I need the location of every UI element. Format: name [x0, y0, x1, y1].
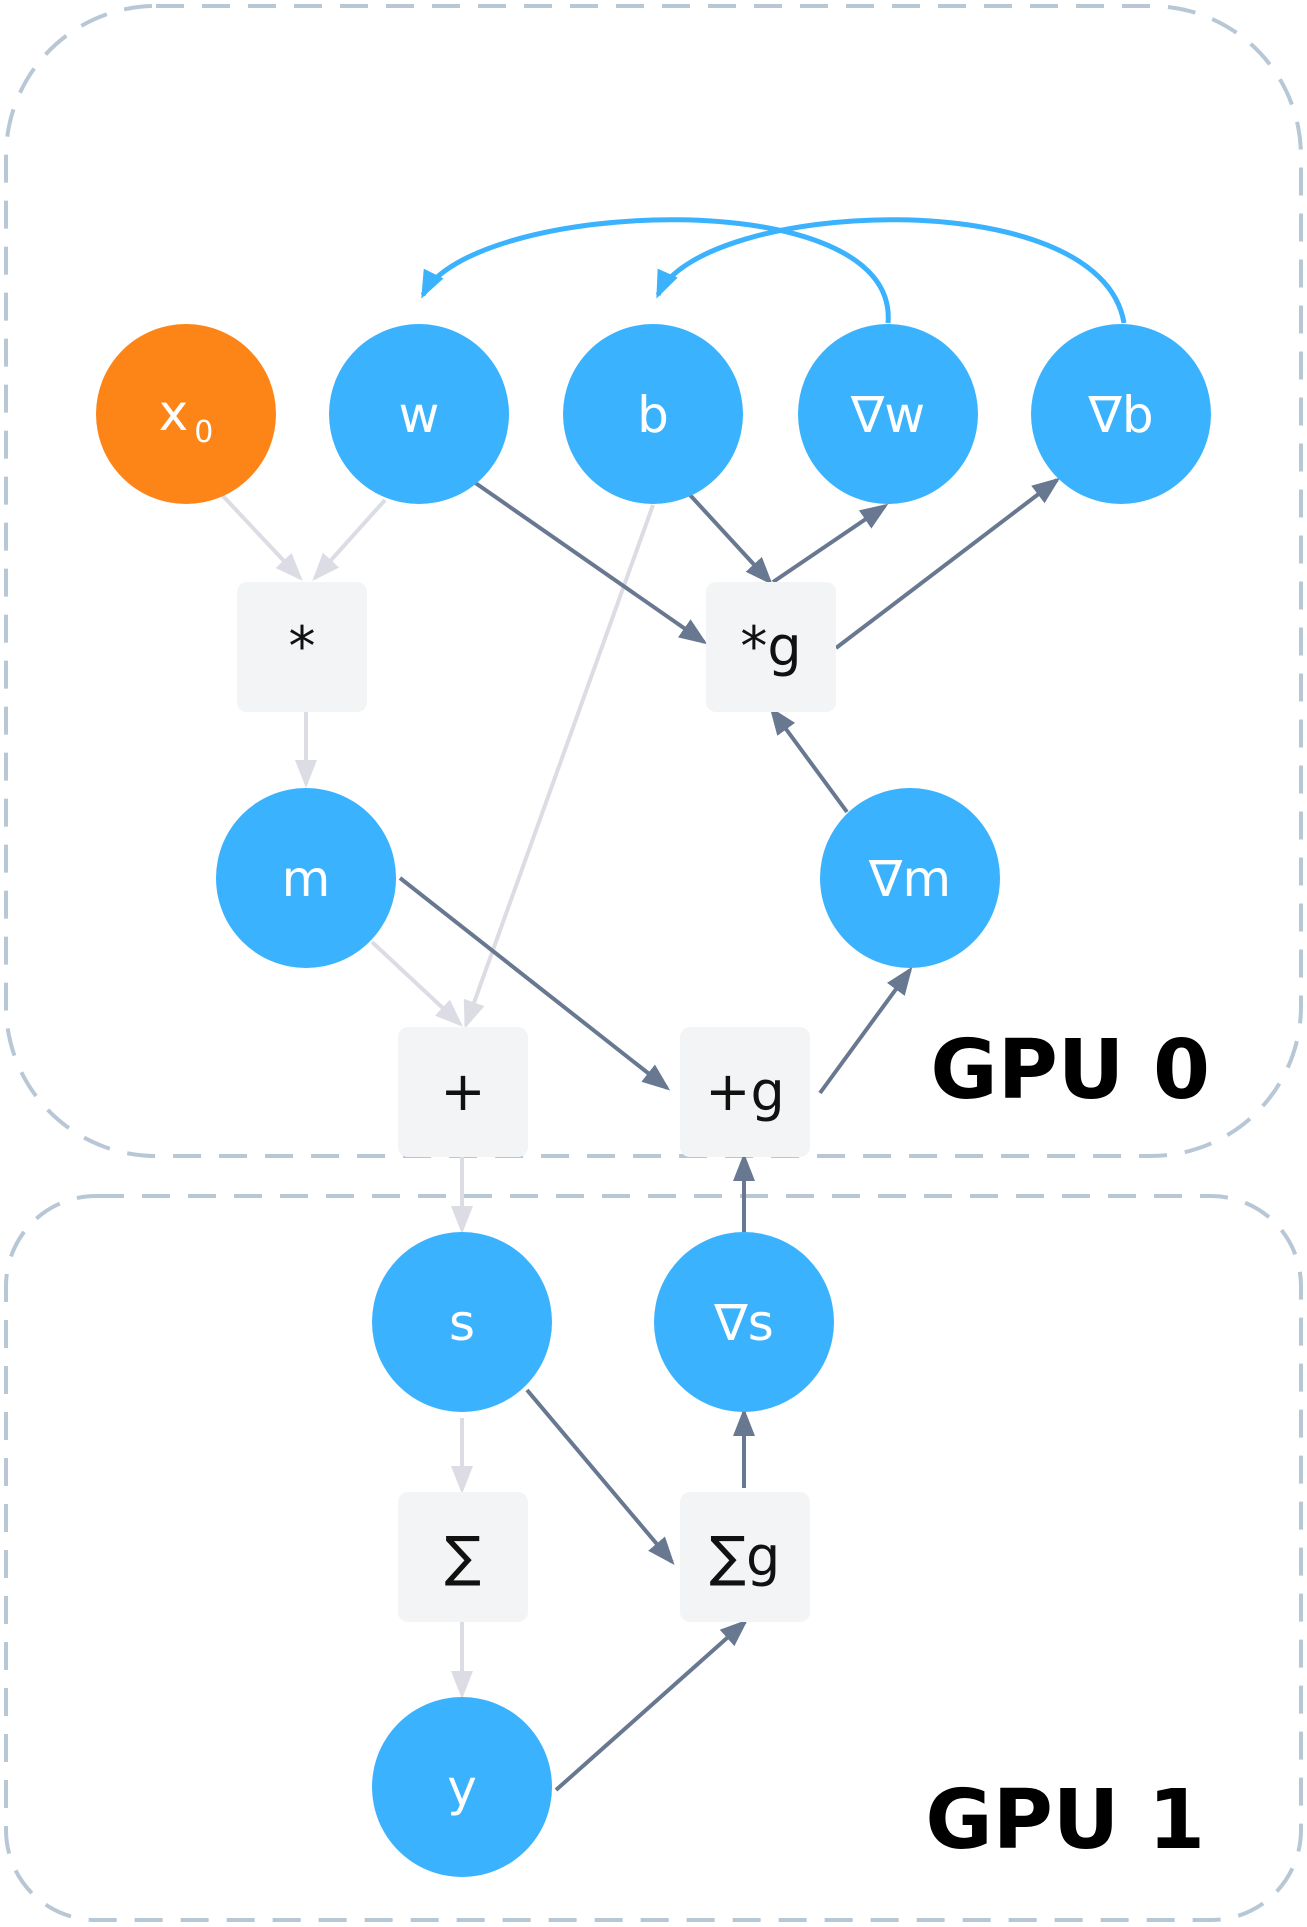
node-grad-m-label: ∇m	[868, 850, 951, 908]
node-y-label: y	[447, 1759, 477, 1817]
gpu1-region	[4, 1194, 1303, 1922]
svg-text:x0: x0	[159, 384, 214, 450]
edge-gw-w	[420, 217, 891, 324]
edge-w-mulg	[472, 480, 708, 645]
node-grad-b: ∇b	[1031, 324, 1211, 504]
node-grad-w-label: ∇w	[850, 386, 925, 444]
node-grad-m: ∇m	[820, 788, 1000, 968]
edge-b-add	[463, 504, 655, 1029]
backward-edges	[398, 477, 1061, 1792]
node-w-label: w	[399, 386, 440, 444]
op-sum-grad-label: ∑g	[710, 1525, 781, 1588]
edge-w-mul	[312, 498, 387, 581]
forward-edges	[220, 493, 655, 1699]
node-grad-s-label: ∇s	[713, 1294, 774, 1352]
node-x0-subscript: 0	[194, 415, 213, 450]
gpu0-label: GPU 0	[930, 1023, 1210, 1118]
node-y: y	[372, 1697, 552, 1877]
op-sum-grad: ∑g	[680, 1492, 810, 1622]
edge-y-sumg	[554, 1619, 748, 1792]
node-w: w	[329, 324, 509, 504]
edge-gm-mulg	[769, 706, 849, 814]
edge-gb-b	[655, 217, 1127, 324]
node-b: b	[563, 324, 743, 504]
op-mul: *	[237, 582, 367, 712]
op-add: +	[398, 1027, 528, 1157]
gpu0-region	[4, 4, 1303, 1158]
edge-x0-mul	[220, 493, 303, 581]
node-m: m	[216, 788, 396, 968]
op-add-label: +	[440, 1060, 485, 1123]
node-s-label: s	[449, 1294, 475, 1352]
edge-m-add	[370, 940, 463, 1027]
op-add-grad: +g	[680, 1027, 810, 1157]
node-b-label: b	[637, 386, 669, 444]
edge-addg-gm	[818, 966, 913, 1095]
update-edges	[420, 217, 1127, 324]
node-x0-label: x	[159, 384, 189, 442]
op-sum: ∑	[398, 1492, 528, 1622]
node-grad-b-label: ∇b	[1087, 386, 1153, 444]
edge-m-addg	[398, 876, 671, 1091]
op-sum-label: ∑	[445, 1525, 481, 1588]
edge-mulg-gw	[771, 503, 889, 584]
edge-s-sumg	[525, 1388, 675, 1566]
node-grad-s: ∇s	[654, 1232, 834, 1412]
edge-mulg-gb	[834, 477, 1061, 650]
op-mul-grad: *g	[706, 582, 836, 712]
op-mul-label: *	[289, 615, 316, 678]
node-s: s	[372, 1232, 552, 1412]
gpu1-label: GPU 1	[925, 1773, 1205, 1868]
op-mul-grad-label: *g	[740, 615, 801, 678]
node-m-label: m	[282, 850, 331, 908]
edge-b-mulg	[688, 493, 773, 585]
op-add-grad-label: +g	[705, 1060, 785, 1123]
node-grad-w: ∇w	[798, 324, 978, 504]
